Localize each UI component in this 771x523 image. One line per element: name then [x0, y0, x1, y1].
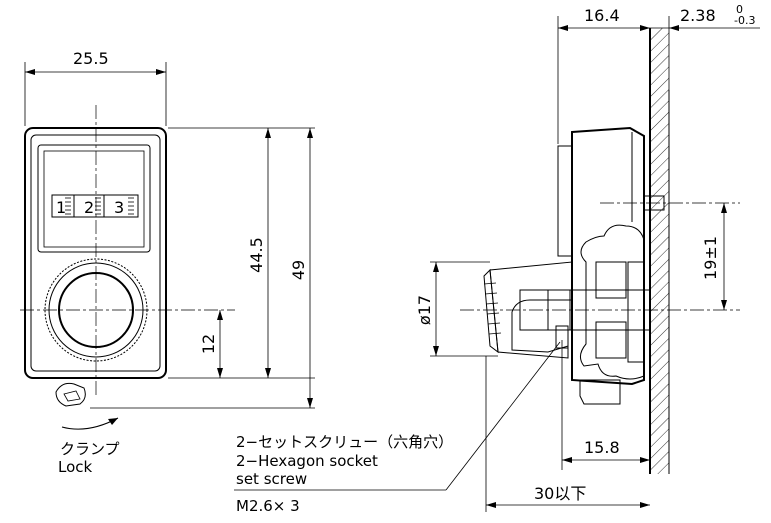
dim-offset: 19±1	[701, 236, 720, 280]
counter-window	[37, 144, 151, 253]
dim-knob-offset: 12	[199, 334, 218, 354]
note-line-1: 2−セットスクリュー（六角穴）	[236, 433, 453, 451]
knob-section	[489, 261, 573, 359]
side-face-plate	[557, 145, 573, 257]
counter-digit-3: 3	[114, 198, 124, 217]
side-view: 16.4 2.38 0 -0.3 19±1 ø17 15.8 30以下	[415, 3, 760, 512]
panel-wall	[650, 28, 669, 474]
side-clamp	[579, 379, 621, 405]
counter-digit-2: 2	[84, 198, 94, 217]
note-line-4: M2.6× 3	[236, 497, 300, 515]
front-body-outline	[24, 127, 167, 379]
counter-frame	[51, 194, 139, 218]
counter-window-inner	[43, 150, 145, 248]
dim-panel-thickness: 2.38	[680, 6, 716, 25]
front-body-inner	[30, 134, 161, 372]
clamp-label-jp: クランプ	[60, 440, 120, 458]
clamp-lever	[55, 382, 86, 407]
note-line-2: 2−Hexagon socket	[236, 452, 378, 470]
note-line-3: set screw	[236, 470, 307, 488]
set-screw-note: 2−セットスクリュー（六角穴） 2−Hexagon socket set scr…	[234, 341, 561, 515]
side-body	[571, 126, 645, 386]
clamp-label-en: Lock	[58, 458, 93, 476]
dim-height-44-5: 44.5	[247, 237, 266, 273]
dim-panel-tol-lower: -0.3	[734, 14, 755, 27]
dim-height-49: 49	[289, 260, 308, 280]
front-view: 1 2 3 クランプ Lock 25.5 44	[20, 49, 315, 476]
dim-shaft-length: 15.8	[584, 438, 620, 457]
dim-max-length: 30以下	[534, 484, 586, 503]
counter-digit-1: 1	[56, 198, 66, 217]
mounting-nut-section	[580, 224, 645, 380]
dim-panel-tol-upper: 0	[736, 3, 743, 16]
dim-diameter: ø17	[415, 295, 434, 325]
dim-depth: 16.4	[584, 6, 620, 25]
dim-front-width: 25.5	[73, 49, 109, 68]
